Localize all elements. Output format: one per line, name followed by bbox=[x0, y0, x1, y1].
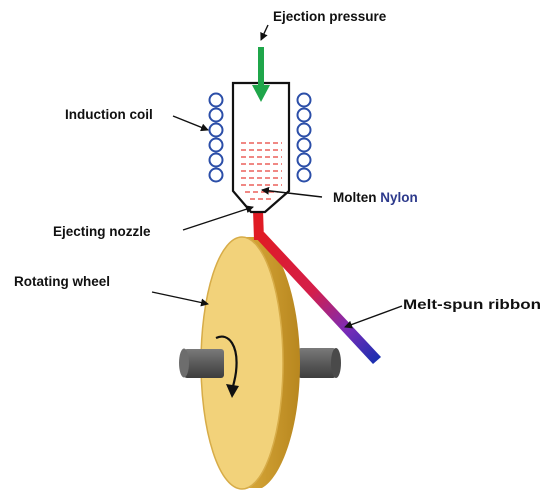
ribbon-strip bbox=[254, 232, 381, 364]
molten-leader bbox=[261, 186, 323, 198]
rotation-arrowhead-icon bbox=[226, 384, 239, 398]
axle-left bbox=[184, 349, 224, 378]
label-molten-prefix: Molten bbox=[333, 190, 377, 205]
label-ejection-pressure: Ejection pressure bbox=[273, 9, 387, 24]
crucible-body bbox=[231, 81, 291, 214]
label-molten-nylon: Molten Nylon bbox=[333, 190, 418, 205]
axle-right-end bbox=[331, 348, 341, 378]
axle-left-end bbox=[179, 348, 189, 378]
label-rotating-wheel: Rotating wheel bbox=[14, 274, 110, 289]
label-ejecting-nozzle: Ejecting nozzle bbox=[53, 224, 151, 239]
molten-nylon-fill bbox=[241, 142, 282, 200]
induction-coil-right bbox=[296, 92, 312, 183]
coil-leader bbox=[172, 115, 209, 132]
pressure-leader bbox=[260, 24, 269, 41]
nozzle-leader bbox=[182, 205, 254, 231]
label-induction-coil: Induction coil bbox=[65, 107, 153, 122]
crucible bbox=[231, 81, 291, 214]
wheel-leader bbox=[151, 291, 209, 307]
axle-right bbox=[298, 348, 336, 378]
ribbon-leader bbox=[344, 305, 403, 329]
induction-coil-left bbox=[208, 92, 224, 183]
label-molten-material: Nylon bbox=[380, 190, 418, 205]
pressure-arrow-icon bbox=[252, 47, 270, 102]
leader-lines bbox=[151, 24, 403, 329]
rotating-wheel bbox=[179, 236, 341, 490]
melt-spun-ribbon bbox=[253, 210, 381, 364]
ribbon-vertical bbox=[253, 210, 264, 240]
label-melt-spun-ribbon: Melt-spun ribbon bbox=[403, 297, 541, 312]
